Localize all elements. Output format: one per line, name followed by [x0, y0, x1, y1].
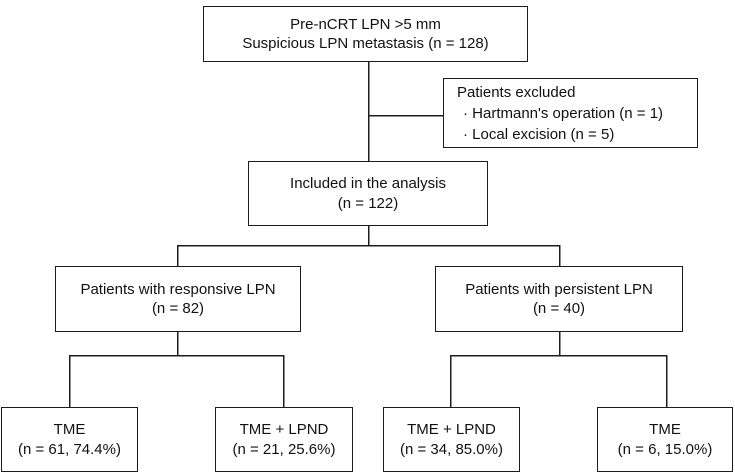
box-persistent-line1: Patients with persistent LPN	[465, 280, 653, 298]
box-patients-excluded: Patients excluded · Hartmann's operation…	[443, 78, 698, 148]
box-persistent-line2: (n = 40)	[532, 300, 586, 317]
box-pre-ncrt-line2: Suspicious LPN metastasis (n = 128)	[242, 35, 489, 52]
box-tme-lpnd-persistent-line2: (n = 34, 85.0%)	[400, 440, 503, 458]
box-tme-lpnd-responsive: TME + LPND (n = 21, 25.6%)	[215, 407, 353, 472]
box-excluded-item-hartmann: · Hartmann's operation (n = 1)	[463, 104, 664, 122]
box-pre-ncrt-line1: Pre-nCRT LPN >5 mm	[290, 15, 441, 33]
box-persistent-lpn: Patients with persistent LPN (n = 40)	[435, 266, 683, 332]
box-tme-lpnd-persistent: TME + LPND (n = 34, 85.0%)	[383, 407, 520, 472]
box-tme-lpnd-persistent-line1: TME + LPND	[407, 421, 496, 438]
box-tme-responsive-line2: (n = 61, 74.4%)	[18, 440, 121, 458]
box-tme-persistent: TME (n = 6, 15.0%)	[597, 407, 733, 472]
box-included-line1: Included in the analysis	[290, 175, 446, 192]
box-tme-responsive: TME (n = 61, 74.4%)	[1, 407, 138, 472]
box-included-in-analysis: Included in the analysis (n = 122)	[248, 161, 488, 226]
box-pre-ncrt: Pre-nCRT LPN >5 mm Suspicious LPN metast…	[203, 6, 528, 62]
box-tme-persistent-line2: (n = 6, 15.0%)	[617, 440, 713, 458]
box-responsive-line2: (n = 82)	[151, 300, 205, 317]
box-responsive-line1: Patients with responsive LPN	[80, 280, 276, 298]
box-tme-lpnd-responsive-line1: TME + LPND	[239, 421, 329, 438]
box-excluded-title: Patients excluded	[457, 83, 576, 101]
box-responsive-lpn: Patients with responsive LPN (n = 82)	[55, 266, 301, 332]
box-excluded-item-local-excision: · Local excision (n = 5)	[463, 125, 615, 143]
box-included-line2: (n = 122)	[337, 194, 399, 212]
box-tme-responsive-line1: TME	[53, 421, 86, 438]
box-tme-persistent-line1: TME	[649, 421, 681, 438]
box-tme-lpnd-responsive-line2: (n = 21, 25.6%)	[232, 440, 336, 458]
